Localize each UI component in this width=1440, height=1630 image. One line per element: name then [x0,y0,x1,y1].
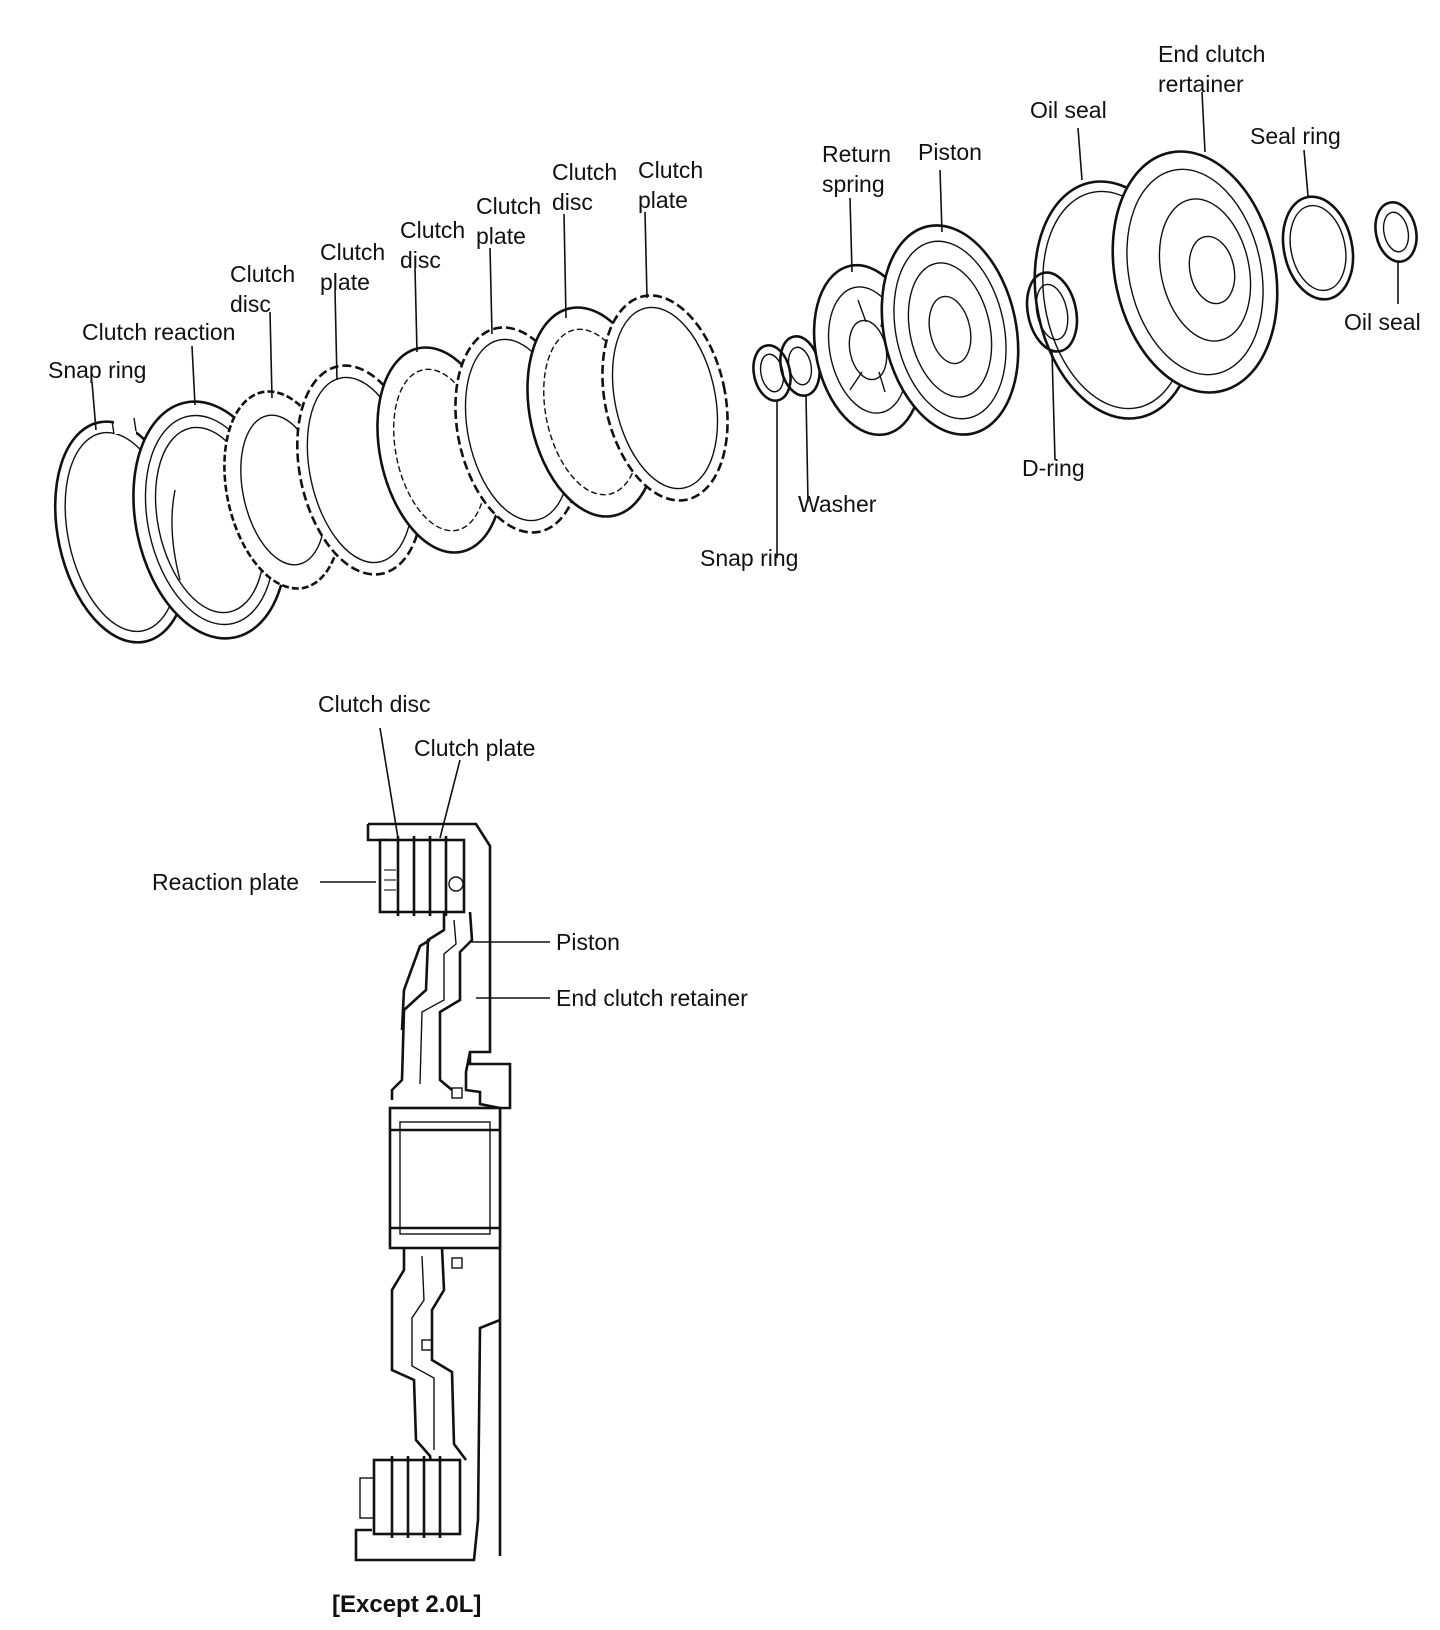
label-washer: Washer [798,491,877,517]
d-ring-part [1025,271,1079,353]
end-clutch-retainer-part [1111,150,1279,394]
hub-block [388,1106,502,1250]
lower-clutch-pack [359,1456,462,1538]
label-snap-ring-center: Snap ring [700,545,798,571]
label-section-piston: Piston [556,929,620,955]
figure-caption: [Except 2.0L] [332,1591,481,1618]
upper-clutch-pack [378,836,466,916]
label-section-end-clutch-retainer: End clutch retainer [556,985,748,1011]
label-section-reaction-plate: Reaction plate [152,869,299,895]
cross-section-view: Clutch disc Clutch plate Reaction plate … [152,691,748,1618]
label-clutch-reaction: Clutch reaction [82,319,235,345]
label-oil-seal-2: Oil seal [1344,309,1421,335]
oil-seal-2-part [1374,201,1418,263]
label-section-clutch-plate: Clutch plate [414,735,535,761]
snap-ring-center-part [752,344,792,402]
label-snap-ring-left: Snap ring [48,357,146,383]
label-piston: Piston [918,139,982,165]
label-d-ring: D-ring [1022,455,1085,481]
section-leader-lines [320,727,550,999]
seal-ring-part [1281,195,1355,301]
exploded-leader-lines [91,91,1399,558]
clutch-plate-3-part [601,294,729,502]
label-oil-seal-1: Oil seal [1030,97,1107,123]
label-section-clutch-disc: Clutch disc [318,691,430,717]
piston-part [880,224,1020,436]
end-clutch-retainer-section [354,822,512,1562]
label-seal-ring: Seal ring [1250,123,1341,149]
